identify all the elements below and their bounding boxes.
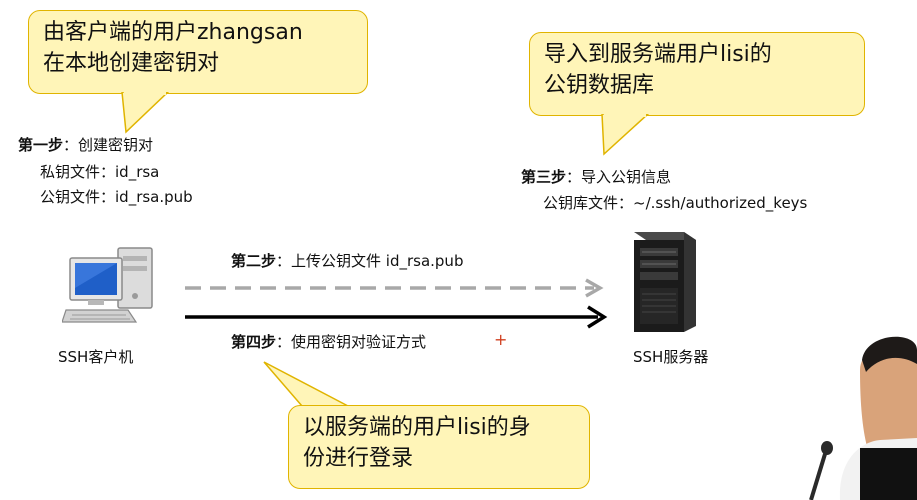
- server-callout-line1: 导入到服务端用户lisi的: [544, 42, 772, 67]
- client-label: SSH客户机: [58, 348, 134, 366]
- step3-title: 第三步：导入公钥信息: [521, 166, 671, 188]
- step4-title: 第四步：使用密钥对验证方式: [231, 331, 426, 353]
- server-callout: 导入到服务端用户lisi的 公钥数据库: [529, 32, 865, 116]
- server-callout-line2: 公钥数据库: [544, 73, 655, 98]
- auth-solid-arrow: [185, 305, 608, 329]
- step2-label: 第二步: [231, 252, 277, 270]
- login-callout: 以服务端的用户lisi的身 份进行登录: [288, 405, 590, 489]
- step1-text: ：创建密钥对: [63, 136, 154, 154]
- client-callout-line1: 由客户端的用户zhangsan: [43, 20, 303, 45]
- desktop-computer-icon: [62, 247, 153, 323]
- step3-text: ：导入公钥信息: [566, 168, 672, 186]
- server-label: SSH服务器: [633, 348, 709, 366]
- microphone-icon: [809, 441, 833, 500]
- login-callout-line1: 以服务端的用户lisi的身: [303, 415, 531, 440]
- step3-keys-file: 公钥库文件：~/.ssh/authorized_keys: [543, 194, 808, 212]
- login-callout-line2: 份进行登录: [303, 446, 414, 471]
- step1-private-key: 私钥文件：id_rsa: [40, 163, 160, 181]
- step1-title: 第一步：创建密钥对: [18, 134, 153, 156]
- cursor-plus-icon: +: [494, 330, 508, 349]
- step3-label: 第三步: [521, 168, 567, 186]
- step1-label: 第一步: [18, 136, 64, 154]
- presenter-video-overlay: [839, 336, 917, 500]
- step2-text: ：上传公钥文件 id_rsa.pub: [276, 252, 464, 270]
- client-callout: 由客户端的用户zhangsan 在本地创建密钥对: [28, 10, 368, 94]
- step1-public-key: 公钥文件：id_rsa.pub: [40, 188, 193, 206]
- client-callout-line2: 在本地创建密钥对: [43, 51, 220, 76]
- tower-server-icon: [634, 232, 696, 332]
- step4-text: ：使用密钥对验证方式: [276, 333, 427, 351]
- step2-title: 第二步：上传公钥文件 id_rsa.pub: [231, 250, 463, 272]
- client-callout-tail: [121, 92, 170, 134]
- step4-label: 第四步: [231, 333, 277, 351]
- server-callout-tail: [601, 114, 650, 156]
- upload-dashed-arrow: [185, 278, 604, 298]
